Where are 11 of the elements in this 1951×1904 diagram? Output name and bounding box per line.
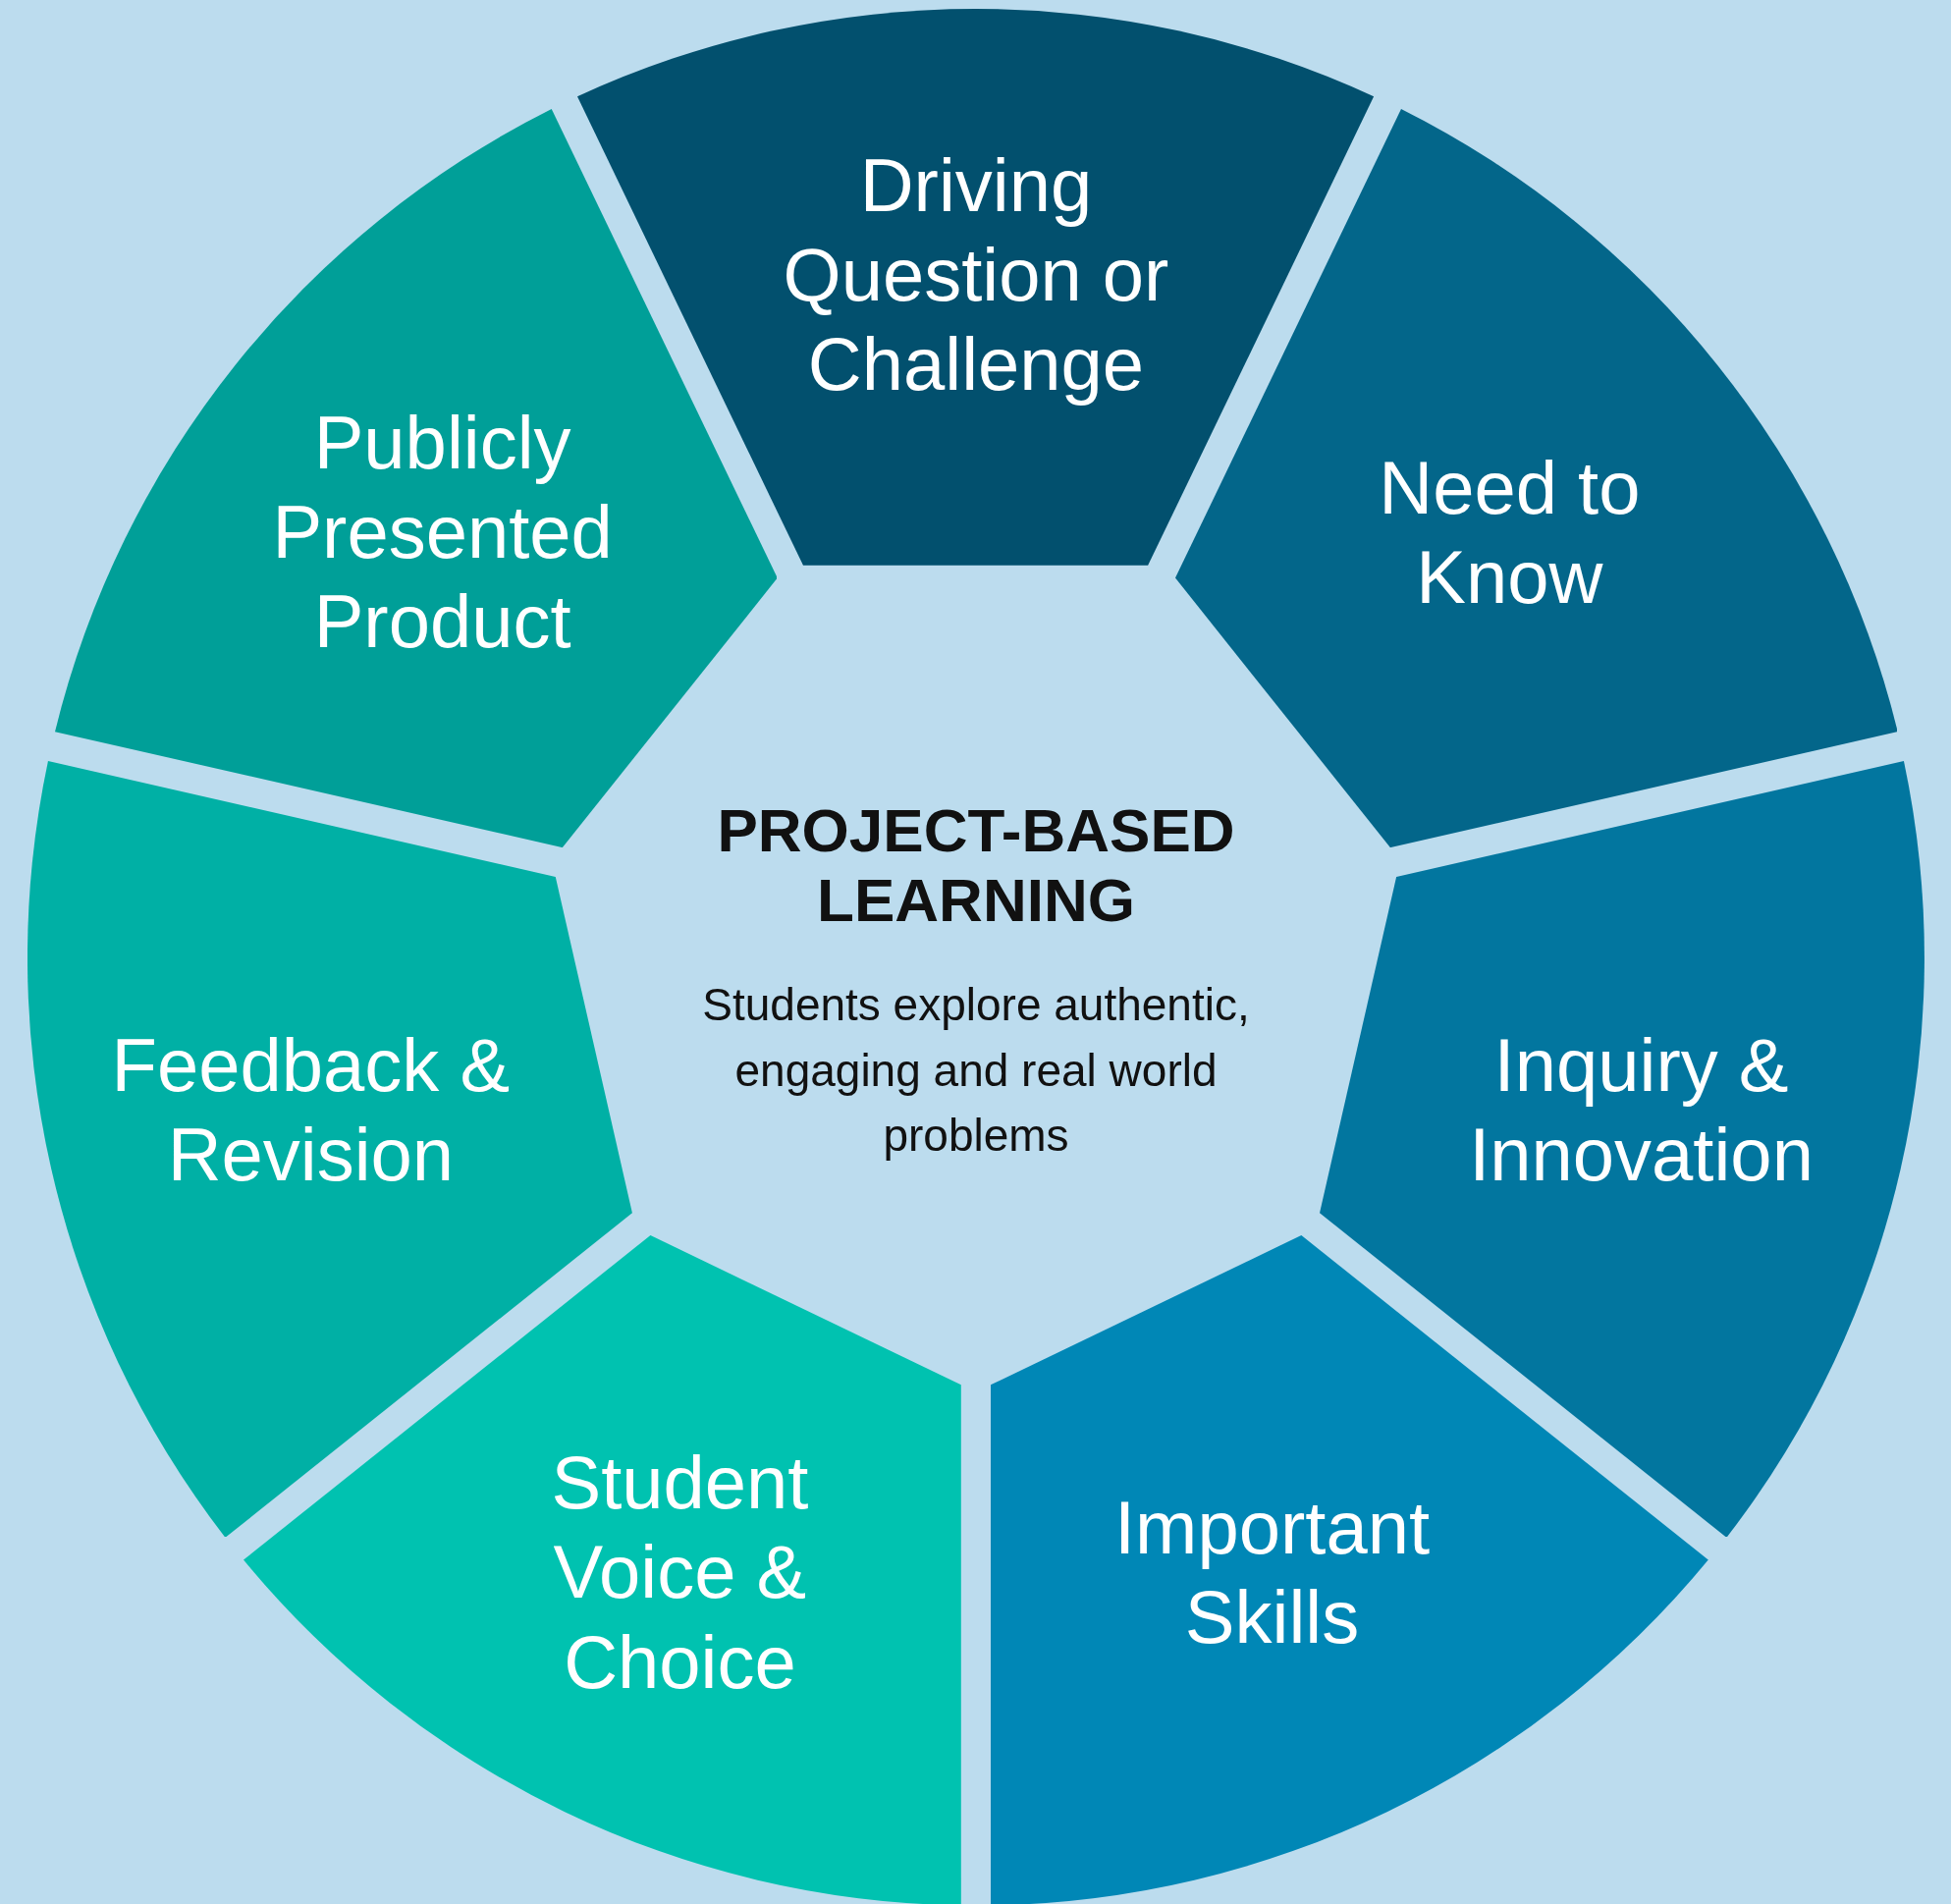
wheel-segment: [244, 1235, 961, 1904]
segment-label: Driving Question or Challenge: [782, 142, 1170, 408]
segment-label: Inquiry & Innovation: [1468, 1021, 1815, 1198]
segment-label: Feedback & Revision: [110, 1021, 512, 1198]
center-description: Students explore authentic, engaging and real world problems: [701, 978, 1251, 1164]
segment-label: Publicly Presented Product: [271, 399, 614, 666]
segment-label: Student Voice & Choice: [550, 1440, 810, 1706]
center-heading: PROJECT-BASED LEARNING: [716, 795, 1236, 936]
segment-label: Important Skills: [1113, 1484, 1432, 1661]
wheel-segment: [991, 1235, 1708, 1904]
segment-label: Need to Know: [1378, 444, 1642, 621]
